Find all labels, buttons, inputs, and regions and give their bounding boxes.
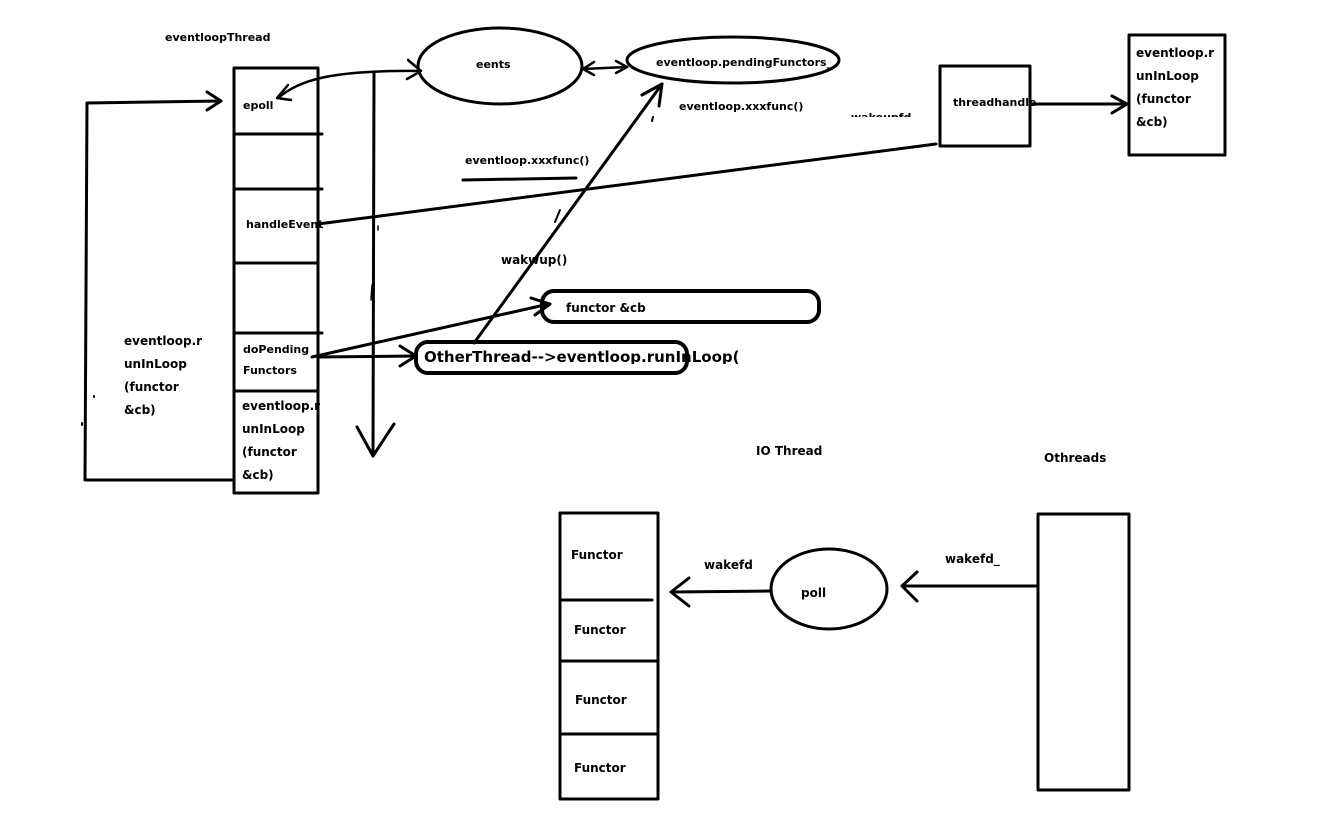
do-pending-functors-line-2: Functors <box>243 364 297 377</box>
functor-queue-item-3: Functor <box>575 693 627 707</box>
eventloop-thread-title: eventloopThread <box>165 31 270 44</box>
left-note-line-1: eventloop.r <box>124 334 202 348</box>
loop-back-arrow <box>81 90 236 482</box>
left-note-line-3: (functor <box>124 380 179 394</box>
wakefd-underscore-label: wakefd_ <box>945 552 1000 567</box>
poll-to-queue-arrow <box>669 576 772 608</box>
run-in-loop-box-line-1: eventloop.r <box>1136 46 1214 60</box>
functor-cb-label: functor &cb <box>566 301 646 315</box>
timeline-arrow <box>355 71 396 458</box>
epoll-eents-arrow <box>275 58 423 102</box>
pending-functors-node: eventloop.pendingFunctors_ <box>625 35 841 85</box>
run-in-loop-box-line-2: unInLoop <box>1136 69 1199 83</box>
wakeupfd-label: wakeupfd <box>851 111 911 124</box>
eventloop-thread-column: epoll handleEvent doPending Functors eve… <box>232 66 324 495</box>
eents-node: eents <box>416 26 584 106</box>
run-in-loop-cell-line-3: (functor <box>242 445 297 459</box>
functor-queue-item-4: Functor <box>574 761 626 775</box>
xxxfunc-top-label: eventloop.xxxfunc() <box>679 100 803 113</box>
run-in-loop-cell-line-1: eventloop.r <box>242 399 320 413</box>
threadhandle-runinloop-arrow <box>1028 94 1129 115</box>
pending-functors-label: eventloop.pendingFunctors_ <box>656 56 833 69</box>
handle-event-cell-label: handleEvent <box>246 218 323 231</box>
run-in-loop-box-line-4: &cb) <box>1136 115 1168 129</box>
epoll-cell-label: epoll <box>243 99 273 112</box>
functor-queue-item-1: Functor <box>571 548 623 562</box>
other-thread-node: OtherThread-->eventloop.runInLoop() <box>414 340 746 375</box>
wakeupfd-label-clip: wakeupfd <box>851 111 911 124</box>
eents-label: eents <box>476 58 511 71</box>
eents-pending-arrow <box>581 59 629 77</box>
run-in-loop-box-line-3: (functor <box>1136 92 1191 106</box>
wakefd-label: wakefd <box>704 558 753 572</box>
left-note-line-4: &cb) <box>124 403 156 417</box>
io-thread-label: IO Thread <box>756 444 822 458</box>
wakeup-arrow <box>472 82 664 345</box>
run-in-loop-box: eventloop.r unInLoop (functor &cb) <box>1127 33 1227 157</box>
poll-node: poll <box>769 547 889 631</box>
functor-queue-item-2: Functor <box>574 623 626 637</box>
run-in-loop-cell-line-4: &cb) <box>242 468 274 482</box>
threadhandle-label: threadhandle <box>953 96 1036 109</box>
othreads-to-poll-arrow <box>900 570 1038 603</box>
xxxfunc-mid-label: eventloop.xxxfunc() <box>465 154 589 167</box>
do-pending-functors-line-1: doPending <box>243 343 309 356</box>
threadhandle-handleevent-line <box>316 142 938 226</box>
othreads-box <box>1036 512 1131 792</box>
do-pending-arrows <box>310 296 552 368</box>
left-note-line-2: unInLoop <box>124 357 187 371</box>
run-in-loop-cell-line-2: unInLoop <box>242 422 305 436</box>
othreads-label: Othreads <box>1044 451 1106 465</box>
wakwup-label: wakwup() <box>501 253 567 267</box>
xxxfunc-underline <box>461 176 578 182</box>
threadhandle-node: threadhandle <box>938 64 1036 148</box>
other-thread-label: OtherThread-->eventloop.runInLoop() <box>424 348 746 366</box>
functor-queue: Functor Functor Functor Functor <box>558 511 660 801</box>
poll-label: poll <box>801 586 826 600</box>
functor-cb-node: functor &cb <box>540 289 821 324</box>
